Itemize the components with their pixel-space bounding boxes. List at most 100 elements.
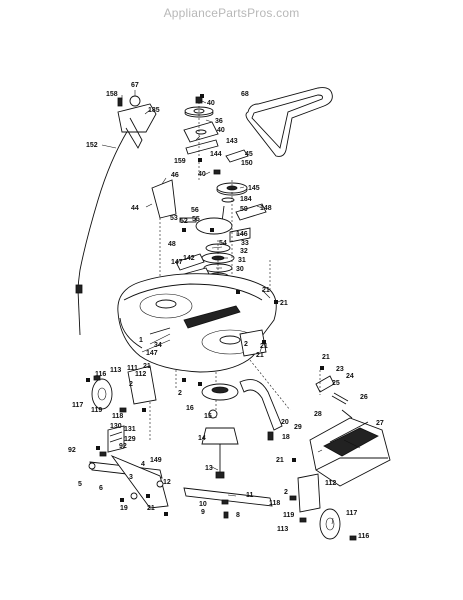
callout-143: 143 [226,138,238,145]
spindle-assembly[interactable] [201,383,239,479]
callout-27: 27 [376,420,384,427]
chute-hinge-spring[interactable] [315,375,353,419]
idler-arm-45[interactable] [213,149,249,175]
callout-29: 29 [294,424,302,431]
callout-34: 34 [154,342,162,349]
callout-116: 116 [358,533,369,540]
callout-2: 2 [284,489,288,496]
callout-118: 118 [112,413,123,420]
callout-44: 44 [131,205,139,212]
leader-lines [101,90,361,525]
drive-belt[interactable] [245,87,333,157]
callout-92: 92 [68,447,76,454]
callout-185: 185 [148,107,160,114]
site-watermark: AppliancePartsPros.com [163,6,300,20]
callout-113: 113 [110,367,121,374]
callout-21: 21 [280,300,288,307]
hardware-bolts [86,94,324,516]
callout-26: 26 [360,394,368,401]
callout-119: 119 [283,512,294,519]
callout-12: 12 [163,479,171,486]
callout-145: 145 [248,185,260,192]
belt-guide-142[interactable] [175,253,205,271]
callout-119: 119 [91,407,102,414]
callout-68: 68 [241,91,249,98]
callout-25: 25 [332,380,340,387]
callout-45: 45 [245,151,253,158]
callout-20: 20 [281,419,289,426]
callout-146: 146 [236,231,248,238]
callout-4: 4 [141,461,145,468]
callout-149: 149 [150,457,162,464]
belt-guide-44[interactable] [151,179,177,219]
callout-2: 2 [129,381,133,388]
callout-158: 158 [106,91,118,98]
control-cable[interactable] [75,129,129,336]
callout-40: 40 [217,127,225,134]
callout-5: 5 [78,481,82,488]
upper-pulley-stack[interactable] [183,96,219,155]
callout-67: 67 [131,82,139,89]
callout-8: 8 [236,512,240,519]
callout-14: 14 [198,435,206,442]
callout-2: 2 [244,341,248,348]
callout-130: 130 [110,423,122,430]
callout-21: 21 [262,287,270,294]
callout-13: 13 [205,465,213,472]
callout-3: 3 [129,474,133,481]
mower-deck-housing[interactable] [117,273,277,373]
mower-blade[interactable] [183,487,273,519]
callout-30: 30 [236,266,244,273]
callout-21: 21 [256,352,264,359]
left-gauge-wheel-assembly[interactable] [91,365,157,413]
cable-bracket[interactable] [117,97,157,149]
front-link-assembly[interactable] [88,454,169,509]
discharge-chute[interactable] [309,417,391,487]
callout-59: 59 [240,206,248,213]
callout-118: 118 [269,500,280,507]
callout-46: 46 [171,172,179,179]
callout-2: 2 [178,390,182,397]
callout-112: 112 [135,371,146,378]
callout-18: 18 [282,434,290,441]
callout-36: 36 [215,118,223,125]
callout-111: 111 [127,365,138,372]
callout-53: 53 [170,215,178,222]
callout-150: 150 [241,160,253,167]
front-hanger-bracket[interactable] [99,425,125,457]
callout-40: 40 [207,100,215,107]
callout-16: 16 [186,405,194,412]
right-gauge-wheel-assembly[interactable] [289,473,357,541]
callout-23: 23 [336,366,344,373]
tension-plate[interactable] [179,217,251,243]
callout-11: 11 [246,492,254,499]
callout-116: 116 [95,371,106,378]
callout-21: 21 [143,363,151,370]
callout-33: 33 [241,240,249,247]
callout-21: 21 [276,457,284,464]
callout-56: 56 [191,207,199,214]
callout-31: 31 [238,257,246,264]
callout-40: 40 [198,171,206,178]
callout-54: 54 [219,240,227,247]
callout-6: 6 [99,485,103,492]
callout-117: 117 [72,402,83,409]
callout-92: 92 [119,443,127,450]
callout-10: 10 [199,501,207,508]
callout-9: 9 [201,509,205,516]
callout-21: 21 [260,343,268,350]
callout-184: 184 [240,196,252,203]
cable-knob[interactable] [129,95,141,107]
callout-129: 129 [124,436,136,443]
callout-148: 148 [260,205,272,212]
deck-support-arm[interactable] [239,379,283,441]
callout-32: 32 [240,248,248,255]
callout-142: 142 [183,255,195,262]
callout-152: 152 [86,142,98,149]
callout-24: 24 [346,373,354,380]
callout-144: 144 [210,151,222,158]
callout-55: 55 [192,216,200,223]
callout-21: 21 [322,354,330,361]
callout-117: 117 [346,510,357,517]
